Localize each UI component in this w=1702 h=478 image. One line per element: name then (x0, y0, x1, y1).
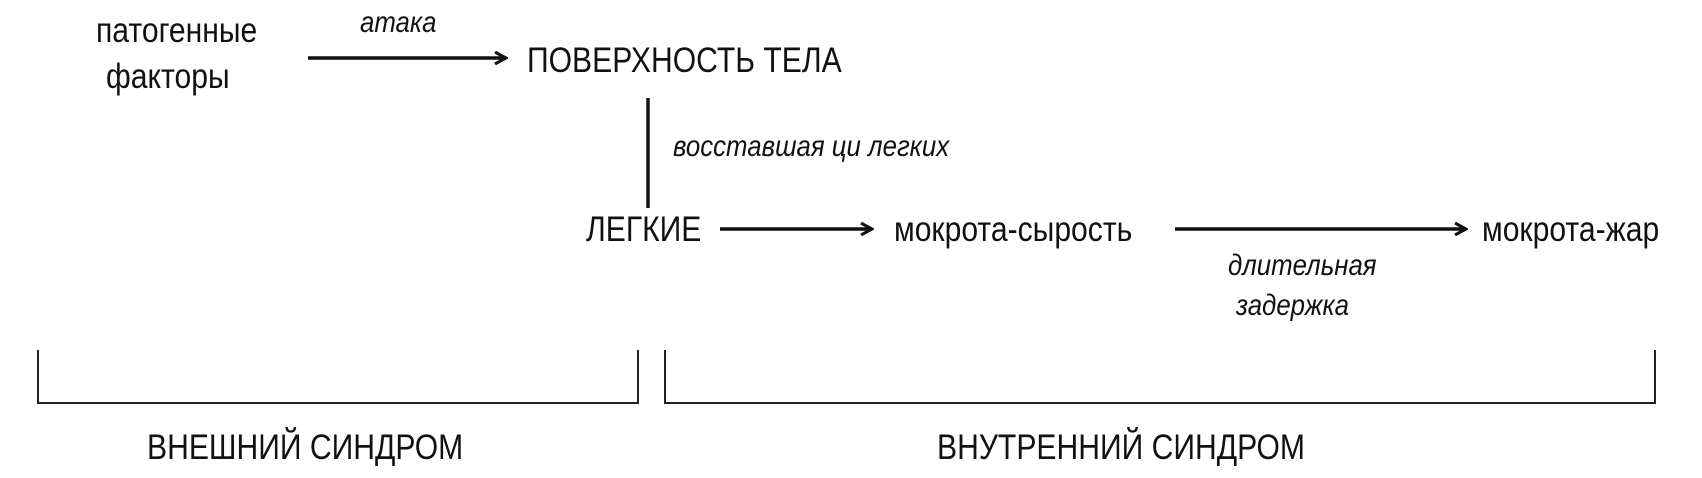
edge-label-long-delay-line1: длительная (1228, 249, 1377, 282)
edge-label-long-delay-line2: задержка (1236, 289, 1350, 322)
node-lungs: ЛЕГКИЕ (586, 210, 702, 249)
group-label-external: ВНЕШНИЙ СИНДРОМ (147, 428, 464, 467)
node-pathogens-line1: патогенные (96, 11, 258, 50)
node-phlegm-damp: мокрота-сырость (894, 210, 1133, 249)
group-label-internal: ВНУТРЕННИЙ СИНДРОМ (937, 428, 1305, 467)
edge-label-rebel-qi: восставшая ци легких (673, 130, 950, 163)
bracket-internal (664, 350, 1656, 404)
node-phlegm-heat: мокрота-жар (1482, 210, 1660, 249)
node-body-surface: ПОВЕРХНОСТЬ ТЕЛА (527, 41, 842, 80)
bracket-external (37, 350, 639, 404)
edge-label-attack: атака (360, 6, 437, 39)
node-pathogens-line2: факторы (106, 57, 230, 96)
